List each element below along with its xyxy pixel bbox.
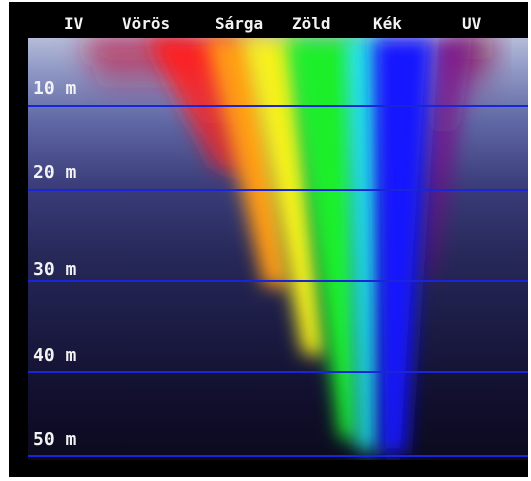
depth-label-40m: 40 m <box>33 345 77 366</box>
water-column <box>28 38 528 460</box>
band-label-row: IV Vörös Sárga Zöld Kék UV <box>9 2 528 38</box>
depth-line-10m <box>28 105 528 107</box>
green-band <box>286 38 358 440</box>
orange-band <box>206 38 290 288</box>
depth-line-30m <box>28 280 528 282</box>
band-label-red: Vörös <box>122 14 171 33</box>
spectrum-depth-diagram: IV Vörös Sárga Zöld Kék UV <box>9 2 528 477</box>
band-label-blue: Kék <box>373 14 402 33</box>
depth-label-20m: 20 m <box>33 162 77 183</box>
violet-band <box>418 38 473 278</box>
depth-label-50m: 50 m <box>33 429 77 450</box>
depth-label-30m: 30 m <box>33 259 77 280</box>
spectrum-cone <box>83 38 498 454</box>
depth-line-50m <box>28 455 528 457</box>
blue-band <box>373 38 433 454</box>
depth-line-20m <box>28 189 528 191</box>
band-label-infrared: IV <box>64 14 84 33</box>
depth-label-10m: 10 m <box>33 78 77 99</box>
yellow-band <box>243 38 326 356</box>
band-label-green: Zöld <box>292 14 331 33</box>
depth-line-40m <box>28 371 528 373</box>
band-label-ultraviolet: UV <box>462 14 482 33</box>
band-label-yellow: Sárga <box>215 14 264 33</box>
